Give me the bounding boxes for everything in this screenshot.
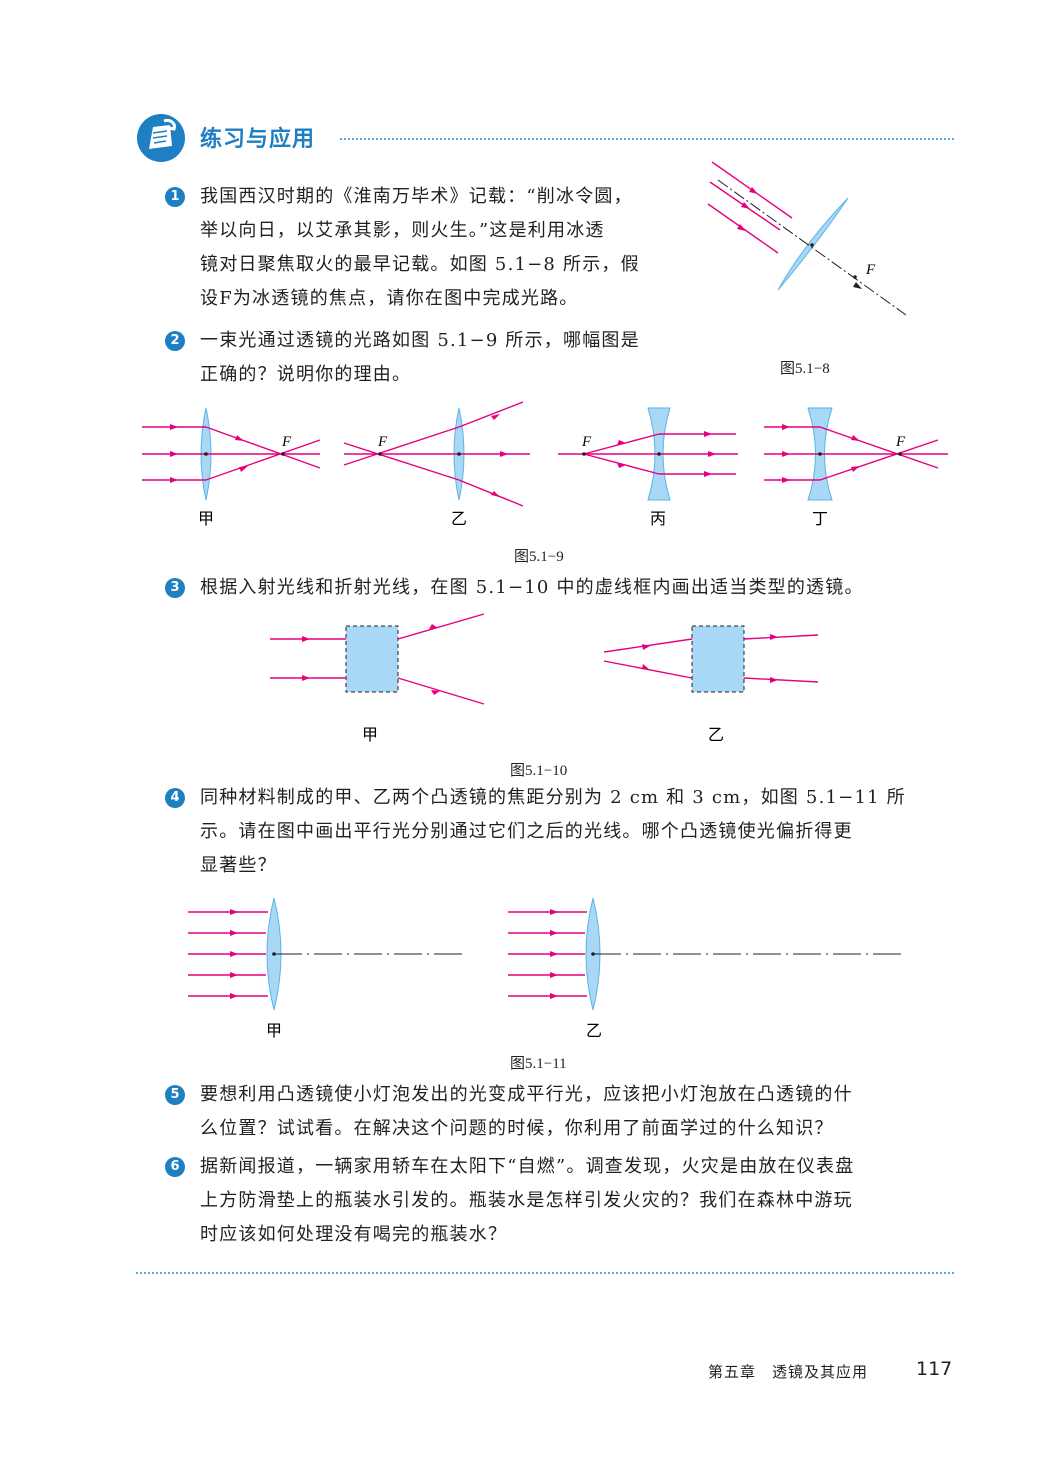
figure-5-1-11: 甲 乙 (188, 897, 904, 1040)
focus-label: F (581, 434, 592, 450)
question-number-5: 5 (165, 1085, 185, 1105)
section-divider-top (340, 138, 954, 140)
text-line: 我国西汉时期的《淮南万毕术》记载：“削冰令圆， (200, 186, 633, 207)
section-divider-bottom (136, 1272, 954, 1274)
question-5-text: 要想利用凸透镜使小灯泡发出的光变成平行光，应该把小灯泡放在凸透镜的什 么位置？试… (200, 1078, 853, 1146)
focus-label: F (377, 434, 388, 450)
panel-label: 乙 (586, 1021, 602, 1040)
panel-label: 丙 (650, 509, 666, 528)
question-6-text: 据新闻报道，一辆家用轿车在太阳下“自燃”。调查发现，火灾是由放在仪表盘 上方防滑… (200, 1150, 854, 1252)
panel-label: 乙 (451, 509, 467, 528)
text-line: 么位置？试试看。在解决这个问题的时候，你利用了前面学过的什么知识？ (200, 1118, 834, 1139)
panel-label: 丁 (812, 509, 828, 528)
text-line: 上方防滑垫上的瓶装水引发的。瓶装水是怎样引发火灾的？我们在森林中游玩 (200, 1190, 853, 1211)
question-number-1: 1 (165, 187, 185, 207)
figure-5-1-9: F F F F 甲 乙 丙 丁 (142, 401, 948, 528)
question-4-text: 同种材料制成的甲、乙两个凸透镜的焦距分别为 2 cm 和 3 cm，如图 5.1… (200, 781, 906, 883)
question-3-text: 根据入射光线和折射光线，在图 5.1−10 中的虚线框内画出适当类型的透镜。 (200, 577, 864, 598)
practice-badge-icon (136, 113, 186, 163)
figure-caption: 图5.1−11 (510, 1056, 567, 1072)
text-line: 一束光通过透镜的光路如图 5.1−9 所示，哪幅图是 (200, 330, 640, 351)
panel-label: 甲 (362, 725, 378, 744)
panel-label: 乙 (708, 725, 724, 744)
text-line: 据新闻报道，一辆家用轿车在太阳下“自燃”。调查发现，火灾是由放在仪表盘 (200, 1156, 855, 1177)
figure-caption: 图5.1−8 (780, 361, 830, 377)
focus-label: F (895, 434, 906, 450)
figure-caption: 图5.1−10 (510, 763, 568, 779)
text-line: 镜对日聚焦取火的最早记载。如图 5.1−8 所示，假 (200, 254, 640, 275)
panel-label: 甲 (266, 1021, 282, 1040)
figure-5-1-10: 甲 乙 (270, 613, 819, 744)
focus-label: F (281, 434, 292, 450)
panel-label: 甲 (198, 509, 214, 528)
question-number-6: 6 (165, 1157, 185, 1177)
question-number-2: 2 (165, 331, 185, 351)
text-line: 同种材料制成的甲、乙两个凸透镜的焦距分别为 2 cm 和 3 cm，如图 5.1… (200, 787, 906, 808)
text-line: 示。请在图中画出平行光分别通过它们之后的光线。哪个凸透镜使光偏折得更 (200, 821, 853, 842)
figure-5-1-8: F (707, 161, 907, 316)
question-number-4: 4 (165, 788, 185, 808)
text-line: 要想利用凸透镜使小灯泡发出的光变成平行光，应该把小灯泡放在凸透镜的什 (200, 1084, 853, 1105)
question-1-text: 我国西汉时期的《淮南万毕术》记载：“削冰令圆， 举以向日，以艾承其影，则火生。”… (200, 180, 640, 316)
figure-caption: 图5.1−9 (514, 549, 564, 565)
text-line: 显著些？ (200, 855, 277, 876)
question-number-3: 3 (165, 578, 185, 598)
text-line: 时应该如何处理没有喝完的瓶装水？ (200, 1224, 508, 1245)
question-2-text: 一束光通过透镜的光路如图 5.1−9 所示，哪幅图是 正确的？说明你的理由。 (200, 324, 640, 392)
chapter-title: 第五章 透镜及其应用 (708, 1363, 869, 1381)
page-number: 117 (916, 1358, 953, 1380)
focus-label: F (865, 262, 876, 278)
text-line: 正确的？说明你的理由。 (200, 364, 412, 385)
text-line: 设F为冰透镜的焦点，请你在图中完成光路。 (200, 288, 579, 309)
section-title: 练习与应用 (200, 127, 316, 152)
text-line: 举以向日，以艾承其影，则火生。”这是利用冰透 (200, 220, 605, 241)
